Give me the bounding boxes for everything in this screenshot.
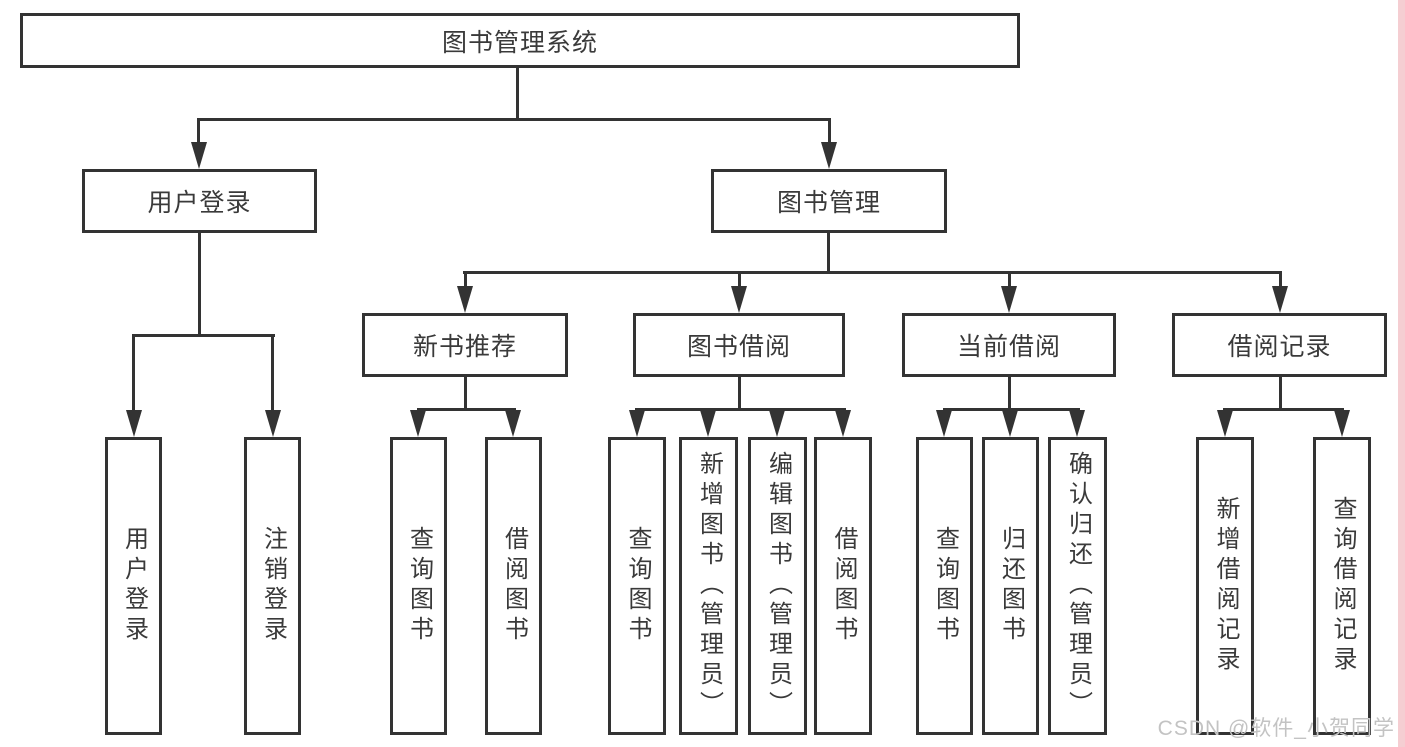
node-book-borrowing: 图书借阅 <box>633 313 845 377</box>
connector-arrowhead <box>835 410 851 437</box>
connector-arrowhead <box>769 410 785 437</box>
node-borrowing-records: 借阅记录 <box>1172 313 1387 377</box>
connector-line <box>738 271 741 288</box>
node-new-book-recommend: 新书推荐 <box>362 313 568 377</box>
connector-arrowhead <box>1002 410 1018 437</box>
connector-line <box>943 408 1080 411</box>
leaf-query-borrow-record: 查询借阅记录 <box>1313 437 1371 735</box>
leaf-user-login: 用户登录 <box>105 437 162 735</box>
connector-line <box>1223 408 1344 411</box>
leaf-query-borrow-record-label: 查询借阅记录 <box>1329 496 1356 676</box>
node-book-management-label: 图书管理 <box>776 189 881 217</box>
node-user-login-label: 用户登录 <box>147 189 252 217</box>
leaf-borrow-books-1: 借阅图书 <box>485 437 542 735</box>
connector-line <box>198 118 831 121</box>
connector-line <box>271 334 274 412</box>
right-edge-strip <box>1398 0 1405 747</box>
connector-arrowhead <box>191 142 207 169</box>
node-current-borrowing-label: 当前借阅 <box>956 333 1061 361</box>
connector-line <box>1279 271 1282 288</box>
csdn-watermark: CSDN @软件_小贺同学 <box>1157 717 1395 740</box>
connector-arrowhead <box>936 410 952 437</box>
node-user-login: 用户登录 <box>82 169 317 233</box>
leaf-query-books-3: 查询图书 <box>916 437 973 735</box>
connector-arrowhead <box>1334 410 1350 437</box>
node-book-borrowing-label: 图书借阅 <box>686 333 791 361</box>
connector-line <box>464 377 467 410</box>
connector-arrowhead <box>457 286 473 313</box>
connector-line <box>417 408 516 411</box>
node-new-book-recommend-label: 新书推荐 <box>412 333 517 361</box>
connector-arrowhead <box>265 410 281 437</box>
leaf-confirm-return-admin: 确认归还（管理员） <box>1048 437 1107 735</box>
connector-arrowhead <box>731 286 747 313</box>
connector-arrowhead <box>126 410 142 437</box>
leaf-query-books-1: 查询图书 <box>390 437 447 735</box>
leaf-return-books: 归还图书 <box>982 437 1039 735</box>
leaf-borrow-books-2: 借阅图书 <box>814 437 872 735</box>
node-book-management: 图书管理 <box>711 169 947 233</box>
connector-line <box>464 271 467 288</box>
connector-line <box>1008 271 1011 288</box>
leaf-logout: 注销登录 <box>244 437 301 735</box>
connector-arrowhead <box>1069 410 1085 437</box>
leaf-edit-books-admin-label: 编辑图书（管理员） <box>764 451 792 721</box>
leaf-borrow-books-2-label: 借阅图书 <box>830 526 857 646</box>
connector-arrowhead <box>821 142 837 169</box>
node-root: 图书管理系统 <box>20 13 1020 68</box>
leaf-logout-label: 注销登录 <box>259 526 287 646</box>
connector-line <box>1279 377 1282 410</box>
leaf-edit-books-admin: 编辑图书（管理员） <box>748 437 807 735</box>
leaf-add-borrow-record: 新增借阅记录 <box>1196 437 1254 735</box>
node-borrowing-records-label: 借阅记录 <box>1227 333 1332 361</box>
connector-line <box>828 118 831 146</box>
connector-line <box>132 334 275 337</box>
leaf-add-borrow-record-label: 新增借阅记录 <box>1212 496 1239 676</box>
node-current-borrowing: 当前借阅 <box>902 313 1116 377</box>
connector-arrowhead <box>410 410 426 437</box>
leaf-query-books-2: 查询图书 <box>608 437 666 735</box>
connector-arrowhead <box>629 410 645 437</box>
node-root-label: 图书管理系统 <box>441 28 598 57</box>
leaf-borrow-books-1-label: 借阅图书 <box>500 526 528 646</box>
connector-line <box>198 233 201 334</box>
leaf-query-books-2-label: 查询图书 <box>624 526 651 646</box>
connector-line <box>197 118 200 146</box>
leaf-query-books-3-label: 查询图书 <box>931 526 959 646</box>
connector-arrowhead <box>700 410 716 437</box>
connector-line <box>1008 377 1011 410</box>
connector-line <box>635 408 846 411</box>
leaf-return-books-label: 归还图书 <box>997 526 1025 646</box>
connector-arrowhead <box>505 410 521 437</box>
connector-line <box>463 271 1281 274</box>
leaf-add-books-admin: 新增图书（管理员） <box>679 437 738 735</box>
leaf-add-books-admin-label: 新增图书（管理员） <box>695 451 723 721</box>
connector-line <box>827 233 830 273</box>
connector-line <box>738 377 741 410</box>
leaf-query-books-1-label: 查询图书 <box>405 526 433 646</box>
connector-arrowhead <box>1001 286 1017 313</box>
connector-arrowhead <box>1217 410 1233 437</box>
connector-line <box>516 68 519 120</box>
connector-line <box>132 334 135 412</box>
leaf-confirm-return-admin-label: 确认归还（管理员） <box>1064 451 1092 721</box>
leaf-user-login-label: 用户登录 <box>120 526 148 646</box>
connector-arrowhead <box>1272 286 1288 313</box>
